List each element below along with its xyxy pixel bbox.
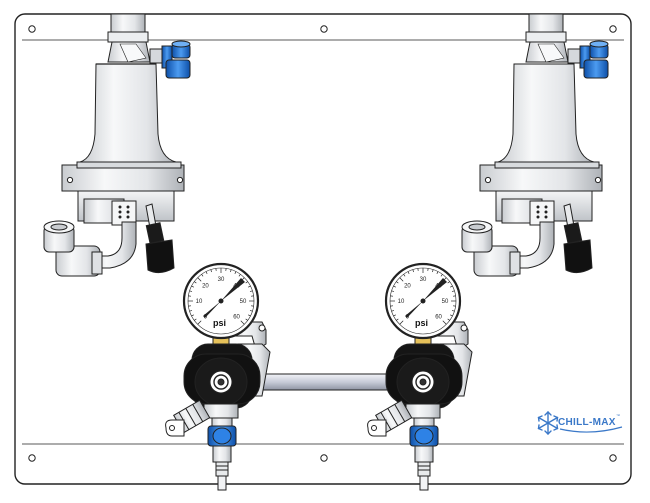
gauge-tick bbox=[450, 285, 453, 288]
gauge-scale-number: 50 bbox=[240, 299, 247, 305]
gauge-tick bbox=[240, 320, 245, 325]
mounting-hole bbox=[609, 25, 617, 33]
secondary-regulator-right bbox=[461, 13, 609, 277]
brand-trademark: ™ bbox=[616, 413, 620, 418]
gauge-tick bbox=[440, 274, 443, 277]
gauge-tick bbox=[447, 281, 450, 284]
pressure-gauge-right: 0102030405060 psi bbox=[384, 262, 462, 340]
gauge-tick bbox=[442, 320, 447, 325]
primary-regulator-left bbox=[165, 321, 271, 491]
gauge-tick bbox=[451, 290, 455, 292]
mounting-holes bbox=[28, 25, 617, 462]
elbow-fitting bbox=[461, 220, 521, 277]
gauge-tick bbox=[432, 269, 434, 273]
gauge-tick bbox=[447, 318, 450, 321]
gauge-tick bbox=[194, 281, 197, 284]
gauge-scale-number: 30 bbox=[218, 277, 225, 283]
gauge-scale-number: 20 bbox=[404, 283, 411, 289]
pressure-gauge-left: 0102030405060 psi bbox=[182, 262, 260, 340]
gauge-tick bbox=[245, 281, 248, 284]
manifold-pipe bbox=[251, 373, 395, 391]
gauge-unit-label: psi bbox=[213, 318, 226, 328]
gauge-tick bbox=[197, 277, 202, 282]
gauge-tick bbox=[248, 314, 251, 317]
gauge-scale-number: 0 bbox=[406, 315, 410, 321]
gauge-tick bbox=[194, 318, 197, 321]
gauge-unit-label: psi bbox=[415, 318, 428, 328]
chill-max-logo: CHILL-MAX ™ bbox=[537, 411, 623, 435]
blue-push-fitting bbox=[149, 40, 191, 79]
gauge-tick bbox=[249, 310, 253, 312]
gauge-tick bbox=[391, 290, 395, 292]
snowflake-icon bbox=[537, 411, 559, 435]
elbow-fitting bbox=[43, 220, 103, 277]
gauge-tick bbox=[238, 274, 241, 277]
gauge-tick bbox=[393, 314, 396, 317]
gauge-tick bbox=[450, 314, 453, 317]
gauge-tick bbox=[399, 277, 404, 282]
gauge-tick bbox=[403, 274, 406, 277]
gauge-tick bbox=[412, 269, 414, 273]
gauge-tick bbox=[249, 290, 253, 292]
gauge-tick bbox=[396, 318, 399, 321]
gauge-scale-number: 60 bbox=[435, 315, 442, 321]
gauge-tick bbox=[396, 281, 399, 284]
mounting-panel bbox=[14, 13, 632, 485]
gauge-tick bbox=[210, 269, 212, 273]
gauge-scale-number: 60 bbox=[233, 315, 240, 321]
brand-name: CHILL-MAX bbox=[558, 417, 616, 428]
gauge-tick bbox=[248, 285, 251, 288]
gauge-tick bbox=[399, 320, 404, 325]
gauge-scale-number: 0 bbox=[204, 315, 208, 321]
gauge-scale-number: 30 bbox=[420, 277, 427, 283]
gauge-scale-number: 10 bbox=[196, 299, 203, 305]
mounting-hole bbox=[609, 454, 617, 462]
blue-push-fitting bbox=[567, 40, 609, 79]
gauge-tick bbox=[189, 310, 193, 312]
gauge-tick bbox=[230, 269, 232, 273]
mounting-hole bbox=[320, 454, 328, 462]
mounting-hole bbox=[28, 454, 36, 462]
gauge-scale-number: 20 bbox=[202, 283, 209, 289]
gauge-tick bbox=[189, 290, 193, 292]
gauge-tick bbox=[205, 271, 208, 274]
gauge-scale-number: 10 bbox=[398, 299, 405, 305]
secondary-regulator-left bbox=[43, 13, 191, 277]
gauge-tick bbox=[201, 274, 204, 277]
gauge-tick bbox=[245, 318, 248, 321]
release-valve-knob bbox=[145, 203, 175, 274]
gauge-tick bbox=[197, 320, 202, 325]
gauge-tick bbox=[451, 310, 455, 312]
mounting-hole bbox=[320, 25, 328, 33]
gauge-tick bbox=[234, 271, 237, 274]
gauge-tick bbox=[191, 285, 194, 288]
gauge-tick bbox=[436, 271, 439, 274]
gauge-tick bbox=[191, 314, 194, 317]
gauge-tick bbox=[393, 285, 396, 288]
mounting-hole bbox=[28, 25, 36, 33]
release-valve-knob bbox=[563, 203, 593, 274]
gauge-tick bbox=[407, 271, 410, 274]
gauge-tick bbox=[391, 310, 395, 312]
primary-regulator-right bbox=[367, 321, 473, 491]
gauge-scale-number: 50 bbox=[442, 299, 449, 305]
